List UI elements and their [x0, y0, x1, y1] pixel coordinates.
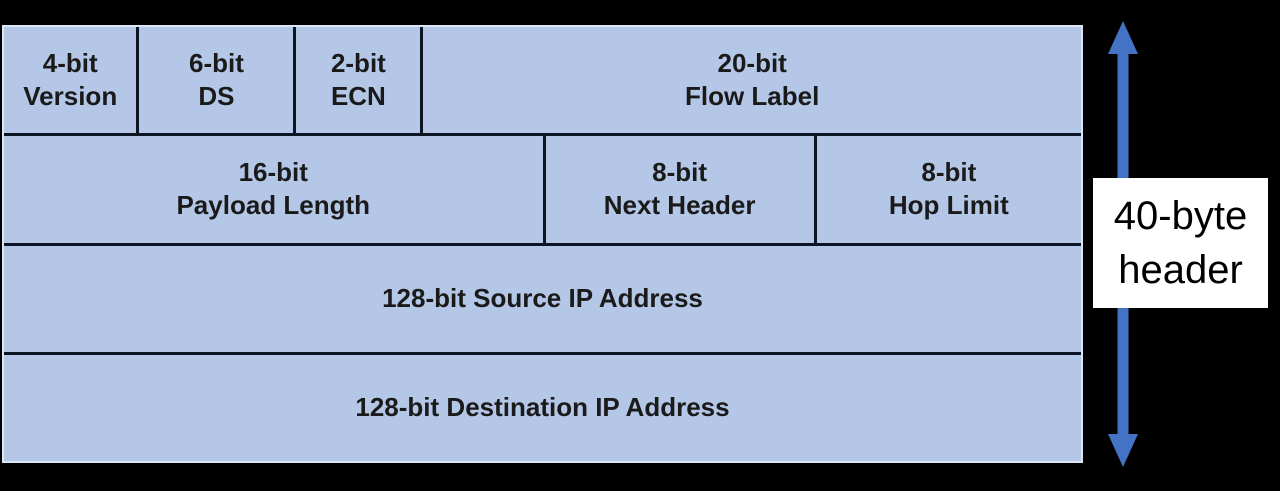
- field-name-label: ECN: [330, 81, 386, 112]
- field-name-label: Payload Length: [176, 190, 371, 221]
- field-name-label: 128-bit Source IP Address: [382, 283, 703, 314]
- annotation-line2: header: [1118, 248, 1243, 292]
- field-hop-limit: 8-bit Hop Limit: [816, 136, 1081, 243]
- field-size-label: 8-bit: [921, 157, 977, 188]
- annotation-line1: 40-byte: [1113, 194, 1248, 238]
- field-size-label: 2-bit: [330, 48, 386, 79]
- field-version: 4-bit Version: [4, 27, 137, 134]
- field-name-label: Next Header: [603, 190, 756, 221]
- field-size-label: 20-bit: [717, 48, 787, 79]
- table-row-3: 128-bit Source IP Address: [4, 245, 1081, 352]
- field-destination-ip: 128-bit Destination IP Address: [4, 354, 1081, 461]
- field-ecn: 2-bit ECN: [296, 27, 421, 134]
- table-row-4: 128-bit Destination IP Address: [4, 354, 1081, 461]
- field-ds: 6-bit DS: [139, 27, 294, 134]
- field-next-header: 8-bit Next Header: [545, 136, 814, 243]
- field-name-label: DS: [198, 81, 235, 112]
- table-row-2: 16-bit Payload Length 8-bit Next Header …: [4, 136, 1081, 243]
- field-size-label: 4-bit: [42, 48, 98, 79]
- field-source-ip: 128-bit Source IP Address: [4, 245, 1081, 352]
- field-name-label: Version: [23, 81, 118, 112]
- header-size-annotation: 40-byte header: [1093, 178, 1268, 308]
- field-name-label: Flow Label: [684, 81, 820, 112]
- ipv6-header-table: 4-bit Version 6-bit DS 2-bit ECN 20-bit …: [2, 25, 1083, 463]
- field-name-label: Hop Limit: [888, 190, 1009, 221]
- field-size-label: 8-bit: [652, 157, 708, 188]
- field-payload-length: 16-bit Payload Length: [4, 136, 543, 243]
- field-size-label: 16-bit: [238, 157, 308, 188]
- table-row-1: 4-bit Version 6-bit DS 2-bit ECN 20-bit …: [4, 27, 1081, 134]
- field-size-label: 6-bit: [189, 48, 244, 79]
- field-name-label: 128-bit Destination IP Address: [355, 392, 730, 423]
- field-flow-label: 20-bit Flow Label: [423, 27, 1081, 134]
